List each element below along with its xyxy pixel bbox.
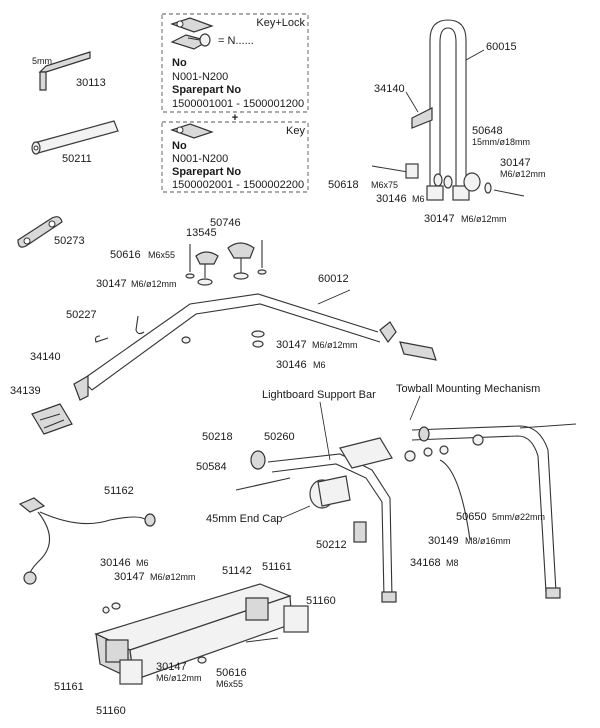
part-number: 30147: [96, 278, 127, 290]
part-number: 50584: [196, 461, 227, 473]
part-number: 50211: [62, 153, 92, 165]
key-no-label: No: [172, 140, 187, 152]
part-spec: M6: [313, 360, 326, 370]
key-lock-title: Key+Lock: [256, 17, 305, 29]
key-lock-box: Key+Lock = N...... No N001-N200 Sparepar…: [161, 13, 309, 193]
part-number: 30146: [276, 359, 307, 371]
part-number: 30147: [424, 213, 455, 225]
part-spec: M6/ø12mm: [500, 169, 546, 179]
part-spec: M6/ø12mm: [461, 214, 507, 224]
part-number: 50218: [202, 431, 233, 443]
part-number: 51142: [222, 565, 252, 577]
lightboard-51142: 30146 M6 30147 M6/ø12mm 51142 51161 5116…: [54, 557, 336, 717]
pin-50211: 50211: [31, 120, 119, 165]
part-spec: M8/ø16mm: [465, 536, 511, 546]
cable-51162: 51162: [18, 485, 156, 585]
part-number: 51160: [96, 705, 126, 717]
part-number: 50273: [54, 235, 85, 247]
part-number: 30147: [156, 661, 187, 673]
part-number: 30146: [376, 193, 407, 205]
u-frame-60015: 60015 34140 50648 15mm/ø18mm 30147 M6/ø1…: [328, 19, 546, 225]
key-no-label: No: [172, 57, 187, 69]
bracket-50273: 50273: [17, 216, 85, 248]
part-spec: 15mm/ø18mm: [472, 137, 530, 147]
part-number: 51161: [54, 681, 84, 693]
part-spec: M8: [446, 558, 459, 568]
part-number: 51162: [104, 485, 134, 497]
key-icon: [170, 17, 214, 33]
part-spec: M6x55: [148, 250, 175, 260]
hex-key-30113: 5mm 30113: [32, 51, 106, 91]
lightboard-support-label: Lightboard Support Bar: [262, 389, 376, 401]
key-icon: [170, 123, 214, 139]
towball-assembly: Lightboard Support Bar Towball Mounting …: [196, 383, 577, 603]
part-spec: 5mm/ø22mm: [492, 512, 545, 522]
key-lock-frame: [161, 13, 309, 113]
part-number: 13545: [186, 227, 217, 239]
part-number: 50648: [472, 125, 503, 137]
sparepart-value: 1500002001 - 1500002200: [172, 179, 304, 191]
end-cap-label: 45mm End Cap: [206, 513, 282, 525]
part-number: 50746: [210, 217, 241, 229]
part-spec: M6/ø12mm: [131, 279, 177, 289]
part-number: 50616: [216, 667, 247, 679]
part-spec: M6x55: [216, 679, 243, 689]
part-number: 60015: [486, 41, 517, 53]
part-number: 50260: [264, 431, 295, 443]
sparepart-value: 1500001001 - 1500001200: [172, 98, 304, 110]
part-number: 30146: [100, 557, 131, 569]
part-spec: M6: [136, 558, 149, 568]
part-number: 60012: [318, 273, 349, 285]
part-number: 50616: [110, 249, 141, 261]
key-number-equals: = N......: [218, 35, 254, 47]
part-spec: M6/ø12mm: [156, 673, 202, 683]
sparepart-label: Sparepart No: [172, 84, 241, 96]
part-number: 30147: [500, 157, 531, 169]
key-frame: [161, 121, 309, 193]
part-number: 50618: [328, 179, 359, 191]
part-number: 34140: [374, 83, 405, 95]
bar-assembly-60012: 60012 13545 50746 50616 M6x55 30147 M6/ø…: [10, 217, 437, 435]
part-spec: M6/ø12mm: [312, 340, 358, 350]
part-number: 30149: [428, 535, 459, 547]
part-spec: M6/ø12mm: [150, 572, 196, 582]
plus-sign: +: [232, 112, 238, 124]
part-number: 51160: [306, 595, 336, 607]
part-number: 34168: [410, 557, 441, 569]
part-number: 30113: [76, 77, 106, 89]
part-spec: 5mm: [32, 56, 52, 66]
key-no-value: N001-N200: [172, 153, 228, 165]
key-no-value: N001-N200: [172, 71, 228, 83]
part-number: 50212: [316, 539, 347, 551]
part-number: 51161: [262, 561, 292, 573]
part-number: 30147: [114, 571, 145, 583]
part-number: 34140: [30, 351, 61, 363]
part-number: 50227: [66, 309, 97, 321]
part-number: 34139: [10, 385, 41, 397]
part-number: 30147: [276, 339, 307, 351]
part-spec: M6: [412, 194, 425, 204]
part-spec: M6x75: [371, 180, 398, 190]
towball-mechanism-label: Towball Mounting Mechanism: [396, 383, 540, 395]
part-number: 50650: [456, 511, 487, 523]
key-title: Key: [286, 125, 305, 137]
sparepart-label: Sparepart No: [172, 166, 241, 178]
lock-cylinder-icon: [170, 33, 211, 50]
